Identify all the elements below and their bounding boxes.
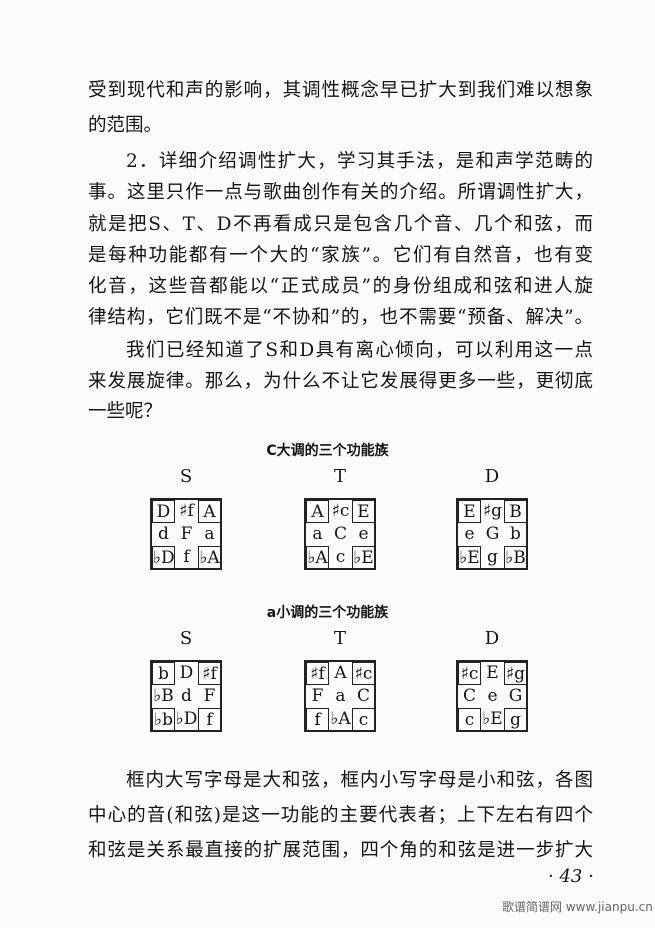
center-chord: C [333, 524, 347, 544]
center-chord: F [180, 524, 193, 544]
chord-cell: ♭B [504, 546, 527, 569]
text-line: 框内大写字母是大和弦，框内小写字母是小和弦，各图 [126, 770, 593, 791]
text-line: 一些呢？ [88, 401, 163, 422]
chord-cell: D [152, 500, 175, 523]
chord-cell: f [306, 708, 329, 731]
chord-cell: D [179, 663, 194, 683]
chord-cell: E [352, 500, 375, 523]
chord-cell: c [352, 708, 375, 731]
chord-cell: b [152, 662, 175, 685]
chord-cell: ♭b [152, 708, 175, 731]
chord-cell: a [204, 524, 215, 544]
chord-cell: G [508, 686, 523, 706]
chord-cell: ♯c [331, 501, 350, 521]
watermark: 歌谱简谱网 www.jianpu.cn [502, 900, 653, 914]
chord-cell: C [356, 686, 370, 706]
chord-cell: ♯f [306, 662, 329, 685]
function-label: T [333, 628, 346, 649]
function-label: D [484, 466, 500, 487]
chord-cell: g [504, 708, 527, 731]
center-chord: e [487, 686, 498, 706]
chord-cell: ♭A [330, 709, 351, 729]
chord-cell: ♭A [198, 546, 221, 569]
chord-cell: ♭B [153, 686, 174, 706]
function-label: S [179, 628, 193, 649]
chord-cell: ♯f [179, 501, 194, 521]
chord-cell: E [486, 663, 499, 683]
chord-cell: f [183, 547, 190, 567]
chord-cell: ♭E [458, 546, 481, 569]
chord-cell: e [358, 524, 369, 544]
chord-cell: c [335, 547, 346, 567]
chord-cell: c [458, 708, 481, 731]
text-line: 受到现代和声的影响，其调性概念早已扩大到我们难以想象 [88, 80, 593, 101]
function-label: D [484, 628, 500, 649]
chord-cell: F [203, 686, 216, 706]
chord-cell: C [462, 686, 476, 706]
chord-cell: ♭A [306, 546, 329, 569]
chord-cell: ♭E [482, 709, 503, 729]
chord-cell: g [487, 547, 498, 567]
page-number: · 43 · [548, 866, 594, 887]
text-line: 化音，这些音都能以“正式成员”的身份组成和弦和进人旋 [88, 276, 593, 297]
chord-cell: A [306, 500, 329, 523]
function-label: S [179, 466, 193, 487]
text-line: 是每种功能都有一个大的“家族”。它们有自然音，也有变 [88, 245, 593, 266]
chord-cell: ♭E [352, 546, 375, 569]
chord-cell: d [158, 524, 169, 544]
text-line: 的范围。 [88, 115, 163, 136]
chord-cell: F [311, 686, 324, 706]
chord-cell: a [312, 524, 323, 544]
figure-caption: a小调的三个功能族 [266, 605, 389, 621]
chord-cell: ♯c [458, 662, 481, 685]
chord-cell: A [334, 663, 347, 683]
chord-cell: ♯c [352, 662, 375, 685]
chord-cell: b [510, 524, 521, 544]
chord-cell: ♭D [175, 709, 198, 729]
chord-cell: f [198, 708, 221, 731]
figure-caption: C大调的三个功能族 [266, 443, 389, 459]
chord-cell: E [458, 500, 481, 523]
center-chord: G [485, 524, 500, 544]
function-label: T [333, 466, 346, 487]
chord-cell: B [504, 500, 527, 523]
center-chord: a [335, 686, 346, 706]
center-chord: d [181, 686, 192, 706]
text-line: 中心的音(和弦)是这一功能的主要代表者；上下左右有四个 [88, 805, 593, 826]
text-line: 2．详细介绍调性扩大，学习其手法，是和声学范畴的 [126, 151, 593, 172]
chord-cell: ♯g [482, 501, 503, 521]
text-line: 来发展旋律。那么，为什么不让它发展得更多一些，更彻底 [88, 371, 593, 392]
chord-cell: e [464, 524, 475, 544]
text-line: 事。这里只作一点与歌曲创作有关的介绍。所谓调性扩大， [88, 182, 593, 203]
chord-cell: ♭D [152, 546, 175, 569]
text-line: 律结构，它们既不是“不协和”的，也不需要“预备、解决”。 [88, 307, 593, 328]
chord-cell: ♯f [198, 662, 221, 685]
chord-cell: ♯g [504, 662, 527, 685]
text-line: 就是把S、T、D不再看成只是包含几个音、几个和弦，而 [88, 214, 593, 235]
text-line: 和弦是关系最直接的扩展范围，四个角的和弦是进一步扩大 [88, 840, 593, 861]
chord-cell: A [198, 500, 221, 523]
text-line: 我们已经知道了S和D具有离心倾向，可以利用这一点 [126, 340, 593, 361]
